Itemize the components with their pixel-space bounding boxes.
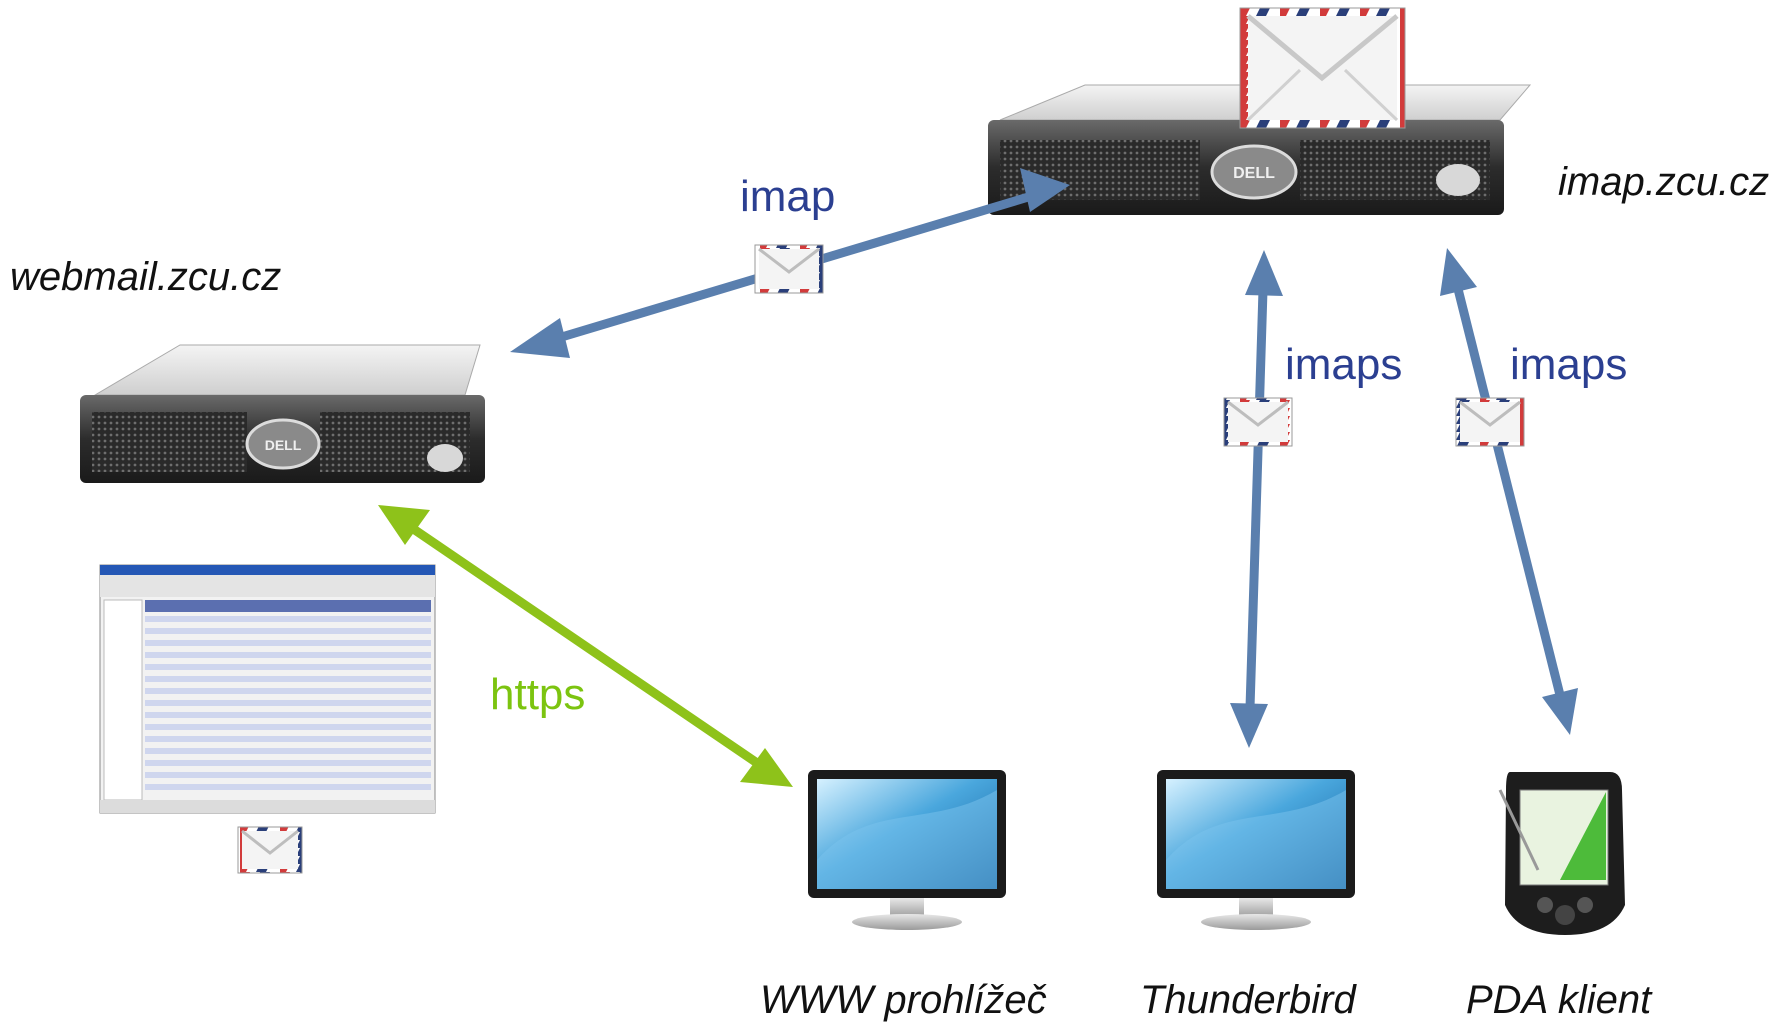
protocol-label-https: https [490, 670, 586, 719]
pda-label: PDA klient [1466, 978, 1652, 1022]
envelope-icon [237, 826, 303, 874]
thunderbird-label: Thunderbird [1140, 978, 1356, 1022]
arrow-https [378, 505, 793, 787]
monitor-icon [1157, 770, 1355, 930]
monitor-icon [808, 770, 1006, 930]
imap-server-label: imap.zcu.cz [1558, 160, 1770, 204]
browser-label: WWW prohlížeč [760, 978, 1047, 1022]
envelope-icon [1223, 397, 1293, 447]
arrow-imaps-thunderbird [1230, 250, 1283, 748]
svg-text:DELL: DELL [265, 437, 302, 453]
webmail-screenshot-thumbnail [99, 564, 436, 814]
webmail-server-icon: DELL [80, 344, 485, 483]
envelope-icon [754, 244, 824, 294]
svg-text:DELL: DELL [1233, 165, 1275, 182]
envelope-icon [1455, 397, 1525, 447]
protocol-label-imaps-pda: imaps [1510, 340, 1628, 389]
protocol-label-imaps-thunderbird: imaps [1285, 340, 1403, 389]
arrow-imaps-pda [1440, 248, 1578, 735]
webmail-server-label: webmail.zcu.cz [10, 255, 282, 299]
pda-icon [1498, 772, 1625, 935]
envelope-icon [1239, 7, 1406, 129]
protocol-label-imap: imap [740, 172, 836, 221]
